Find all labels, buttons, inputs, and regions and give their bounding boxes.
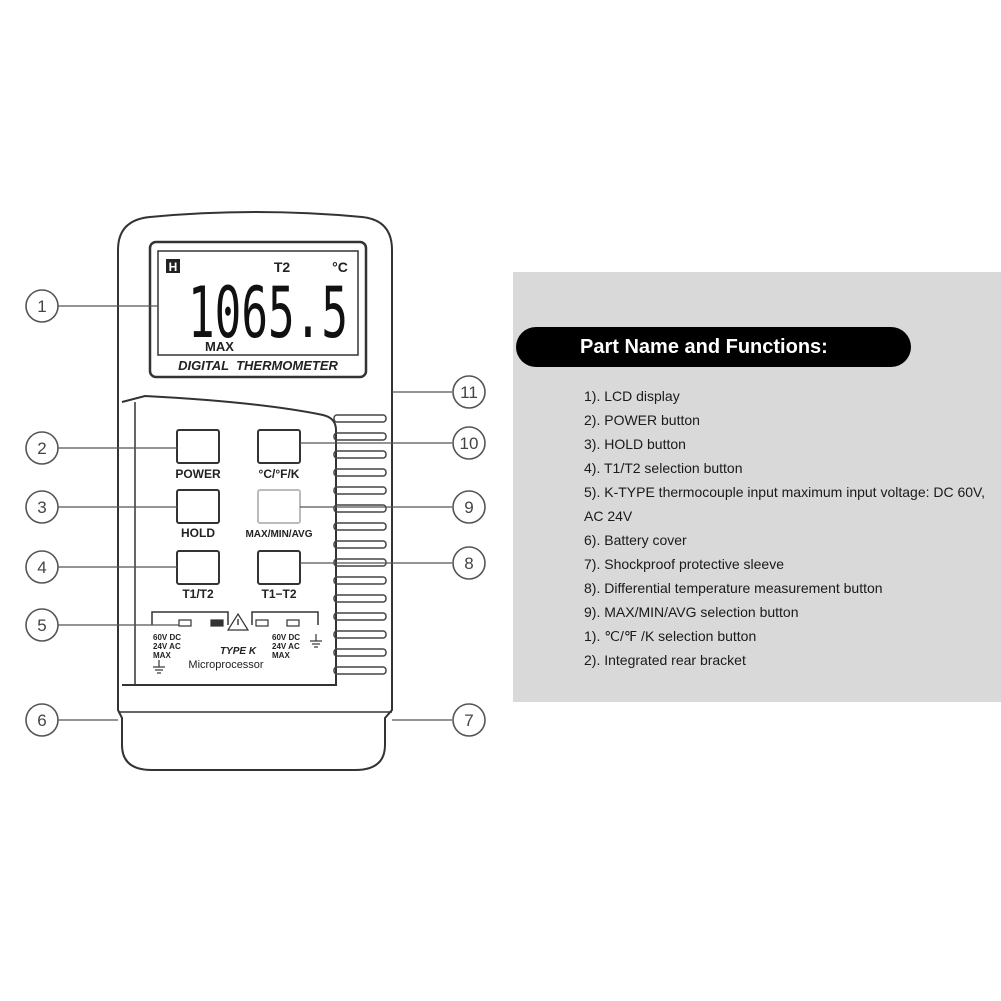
callout-7: 7 [464, 711, 473, 730]
callout-9: 9 [464, 498, 473, 517]
callout-6: 6 [37, 711, 46, 730]
t1-t2-button-label: T1/T2 [182, 587, 214, 601]
functions-title: Part Name and Functions: [516, 327, 911, 367]
list-item: 9). MAX/MIN/AVG selection button [584, 604, 799, 620]
lcd-reading: 1065.5 [188, 272, 348, 354]
socket-right-pos [286, 619, 300, 627]
list-item: 4). T1/T2 selection button [584, 460, 743, 476]
socket-left-neg [178, 619, 192, 627]
left-rating-ac: 24V AC [153, 642, 181, 651]
callout-8: 8 [464, 554, 473, 573]
lcd-unit: °C [332, 259, 348, 275]
list-item: 1). ℃/℉ /K selection button [584, 628, 757, 644]
power-button-label: POWER [175, 467, 221, 481]
lcd-screen [157, 250, 359, 356]
warning-triangle-icon [226, 612, 250, 631]
right-rating-dc: 60V DC [272, 633, 300, 642]
list-item: 1). LCD display [584, 388, 680, 404]
callout-5: 5 [37, 616, 46, 635]
callout-1: 1 [37, 297, 46, 316]
callout-2: 2 [37, 439, 46, 458]
callout-4: 4 [37, 558, 46, 577]
callout-3: 3 [37, 498, 46, 517]
microprocessor-label: Microprocessor [188, 659, 264, 671]
hold-button[interactable] [176, 489, 220, 524]
hold-button-label: HOLD [181, 526, 215, 540]
left-rating-max: MAX [153, 651, 171, 660]
protective-sleeve [121, 394, 337, 686]
list-item: 2). POWER button [584, 412, 700, 428]
right-rating-ac: 24V AC [272, 642, 300, 651]
brand-label: DIGITAL THERMOMETER [178, 358, 338, 373]
lcd-mode: MAX [205, 339, 234, 354]
input-bracket-right [251, 611, 319, 625]
grip-ribs [333, 414, 387, 675]
left-rating-dc: 60V DC [153, 633, 181, 642]
t1-t2-button[interactable] [176, 550, 220, 585]
unit-select-button-label: °C/°F/K [259, 467, 300, 481]
list-item: 8). Differential temperature measurement… [584, 580, 883, 596]
lcd-channel: T2 [274, 259, 291, 275]
max-min-avg-button-label: MAX/MIN/AVG [245, 529, 312, 540]
lcd-hold-flag: H [169, 260, 178, 274]
input-bracket-left [151, 611, 229, 625]
list-item: 7). Shockproof protective sleeve [584, 556, 784, 572]
t1-minus-t2-button[interactable] [257, 550, 301, 585]
functions-list: 1). LCD display 2). POWER button 3). HOL… [584, 384, 985, 672]
right-rating-max: MAX [272, 651, 290, 660]
ground-icon [153, 634, 322, 674]
list-item: 3). HOLD button [584, 436, 686, 452]
list-item: 2). Integrated rear bracket [584, 652, 746, 668]
socket-left-pos [210, 619, 224, 627]
callout-10: 10 [460, 434, 479, 453]
device-body [117, 211, 393, 771]
functions-panel: Part Name and Functions: 1). LCD display… [513, 272, 1001, 702]
type-label: TYPE K [220, 646, 257, 657]
callout-11: 11 [460, 383, 478, 402]
list-item: 6). Battery cover [584, 532, 687, 548]
list-item: 5). K-TYPE thermocouple input maximum in… [584, 484, 986, 500]
leader-lines [58, 305, 452, 721]
power-button[interactable] [176, 429, 220, 464]
list-item: AC 24V [584, 508, 633, 524]
t1-minus-t2-button-label: T1−T2 [261, 587, 296, 601]
max-min-avg-button[interactable] [257, 489, 301, 524]
callout-circles [25, 289, 486, 737]
socket-right-neg [255, 619, 269, 627]
unit-select-button[interactable] [257, 429, 301, 464]
lcd-bezel [148, 240, 368, 379]
